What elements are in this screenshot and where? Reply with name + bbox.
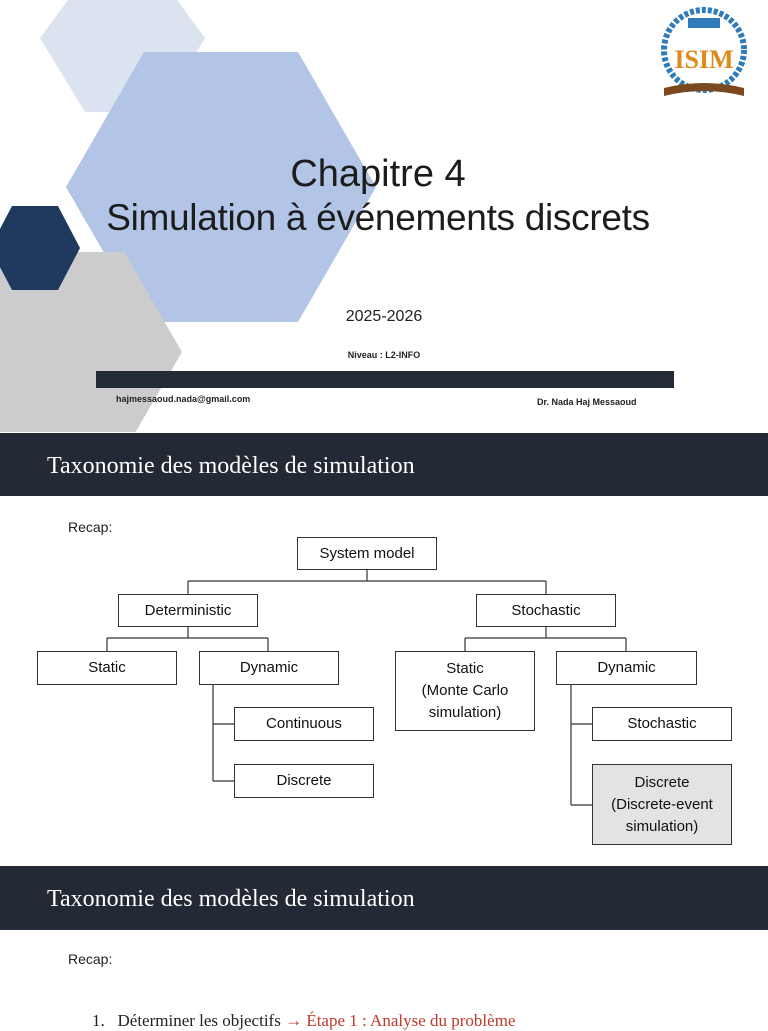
node-sto-static: Static (Monte Carlo simulation) — [395, 651, 535, 731]
author-name: Dr. Nada Haj Messaoud — [537, 397, 637, 407]
slide2-title: Taxonomie des modèles de simulation — [47, 453, 415, 479]
slide-title: Chapitre 4 Simulation à événements discr… — [20, 152, 736, 240]
step-number: 1. — [92, 1011, 105, 1030]
title-line-1: Chapitre 4 — [290, 153, 466, 195]
isim-logo: ISIM — [661, 7, 747, 96]
slide2-header: Taxonomie des modèles de simulation — [0, 433, 768, 496]
node-continuous: Continuous — [234, 707, 374, 741]
logo-text: ISIM — [674, 45, 733, 74]
slide2-recap: Recap: — [68, 519, 113, 535]
academic-year: 2025-2026 — [345, 308, 423, 325]
title-slide: ISIM Chapitre 4 Simulation à événements … — [0, 0, 768, 432]
level-label: Niveau : L2-INFO — [347, 350, 421, 360]
node-sto-stochastic: Stochastic — [592, 707, 732, 741]
node-det-dynamic: Dynamic — [199, 651, 339, 685]
step-list-item: 1. Déterminer les objectifs → Étape 1 : … — [92, 1011, 515, 1031]
node-system-model: System model — [297, 537, 437, 570]
node-sto-dynamic: Dynamic — [556, 651, 697, 685]
node-stochastic: Stochastic — [476, 594, 616, 627]
node-discrete-event: Discrete (Discrete-event simulation) — [592, 764, 732, 845]
node-det-static: Static — [37, 651, 177, 685]
hexagon-decoration-dark — [0, 206, 80, 290]
step-text: Déterminer les objectifs — [117, 1011, 281, 1030]
node-discrete: Discrete — [234, 764, 374, 798]
hexagon-decoration-blue — [66, 52, 376, 322]
taxonomy-diagram: System model Deterministic Stochastic St… — [0, 500, 768, 860]
slide3-title: Taxonomie des modèles de simulation — [47, 886, 415, 912]
footer-bar — [96, 371, 674, 388]
slide3-header: Taxonomie des modèles de simulation — [0, 866, 768, 930]
node-deterministic: Deterministic — [118, 594, 258, 627]
arrow-icon: → — [285, 1011, 303, 1030]
title-line-2: Simulation à événements discrets — [106, 197, 650, 238]
author-email: hajmessaoud.nada@gmail.com — [116, 394, 251, 404]
tree-connectors — [106, 570, 627, 806]
step-link: Étape 1 : Analyse du problème — [306, 1011, 516, 1030]
slide3-recap: Recap: — [68, 951, 113, 967]
